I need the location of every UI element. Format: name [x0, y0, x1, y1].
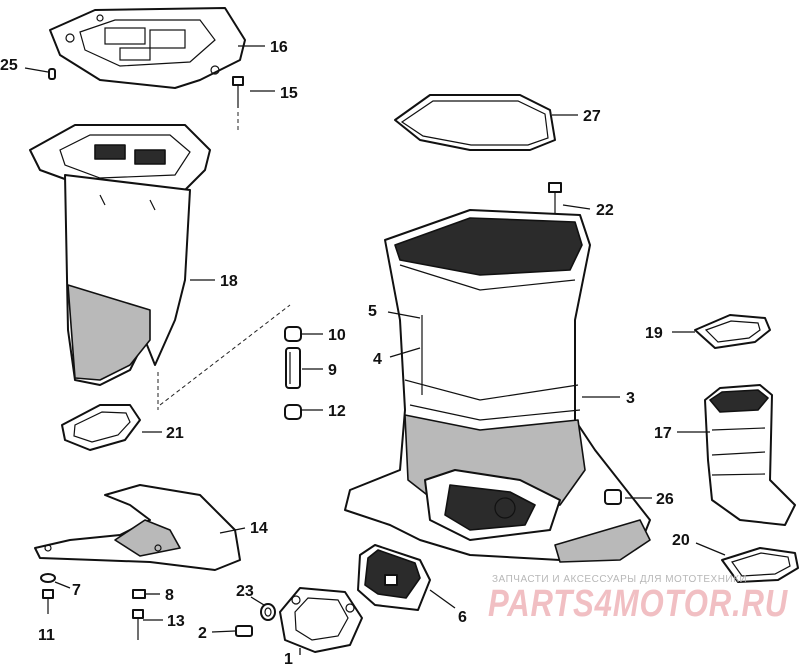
alignment-line-9: [159, 304, 291, 406]
callout-10: 10: [328, 327, 346, 344]
part-7-washer: [40, 573, 56, 583]
part-22-bolt: [548, 182, 562, 215]
part-26-plug: [604, 489, 622, 505]
part-13-bolt: [132, 609, 144, 640]
callout-12: 12: [328, 403, 346, 420]
callout-17: 17: [654, 425, 672, 442]
callout-8: 8: [165, 587, 174, 604]
callout-5: 5: [368, 303, 377, 320]
part-12-grommet: [284, 404, 302, 420]
part-25-pin: [48, 68, 56, 80]
part-2-screw: [235, 625, 253, 637]
part-8-nut: [132, 589, 146, 599]
part-15-bolt: [232, 76, 244, 108]
part-16-gasket: [49, 7, 246, 89]
callout-27: 27: [583, 108, 601, 125]
callout-16: 16: [270, 39, 288, 56]
callout-9: 9: [328, 362, 337, 379]
watermark-logo: PARTS4MOTOR.RU: [488, 583, 788, 625]
callout-4: 4: [373, 351, 382, 368]
part-6-block: [357, 544, 431, 611]
watermark: ЗАПЧАСТИ И АКСЕССУАРЫ ДЛЯ МОТОТЕХНИКИ PA…: [488, 574, 788, 625]
part-27-seal: [394, 94, 556, 151]
part-18-exhaust-housing: [29, 124, 211, 386]
callout-20: 20: [672, 532, 690, 549]
callout-23: 23: [236, 583, 254, 600]
callout-labels: 16 25 15 18 21 10 9 12 5 4 3 27 22 19 17…: [0, 39, 690, 667]
part-19-gasket: [694, 314, 771, 349]
part-11-bolt: [42, 589, 54, 614]
callout-21: 21: [166, 425, 184, 442]
callout-18: 18: [220, 273, 238, 290]
callout-11: 11: [38, 627, 55, 644]
part-17-exhaust-tube: [704, 384, 796, 526]
part-23-washer: [260, 603, 276, 621]
callout-7: 7: [72, 582, 81, 599]
callout-13: 13: [167, 613, 185, 630]
part-14-plate: [34, 484, 241, 571]
part-10-grommet: [284, 326, 302, 342]
callout-15: 15: [280, 85, 298, 102]
callout-25: 25: [0, 57, 18, 74]
part-9-tube: [285, 347, 301, 389]
callout-6: 6: [458, 609, 467, 626]
watermark-caption: ЗАПЧАСТИ И АКСЕССУАРЫ ДЛЯ МОТОТЕХНИКИ: [492, 574, 747, 585]
callout-26: 26: [656, 491, 674, 508]
callout-22: 22: [596, 202, 614, 219]
part-20-gasket: [721, 547, 799, 583]
part-1-cover: [279, 587, 363, 653]
part-21-gasket: [61, 404, 141, 451]
callout-14: 14: [250, 520, 268, 537]
leader-lines: [24, 45, 726, 655]
part-3-driveshaft-housing: [344, 209, 651, 563]
callout-2: 2: [198, 625, 207, 642]
callout-19: 19: [645, 325, 663, 342]
callout-1: 1: [284, 651, 293, 667]
callout-3: 3: [626, 390, 635, 407]
